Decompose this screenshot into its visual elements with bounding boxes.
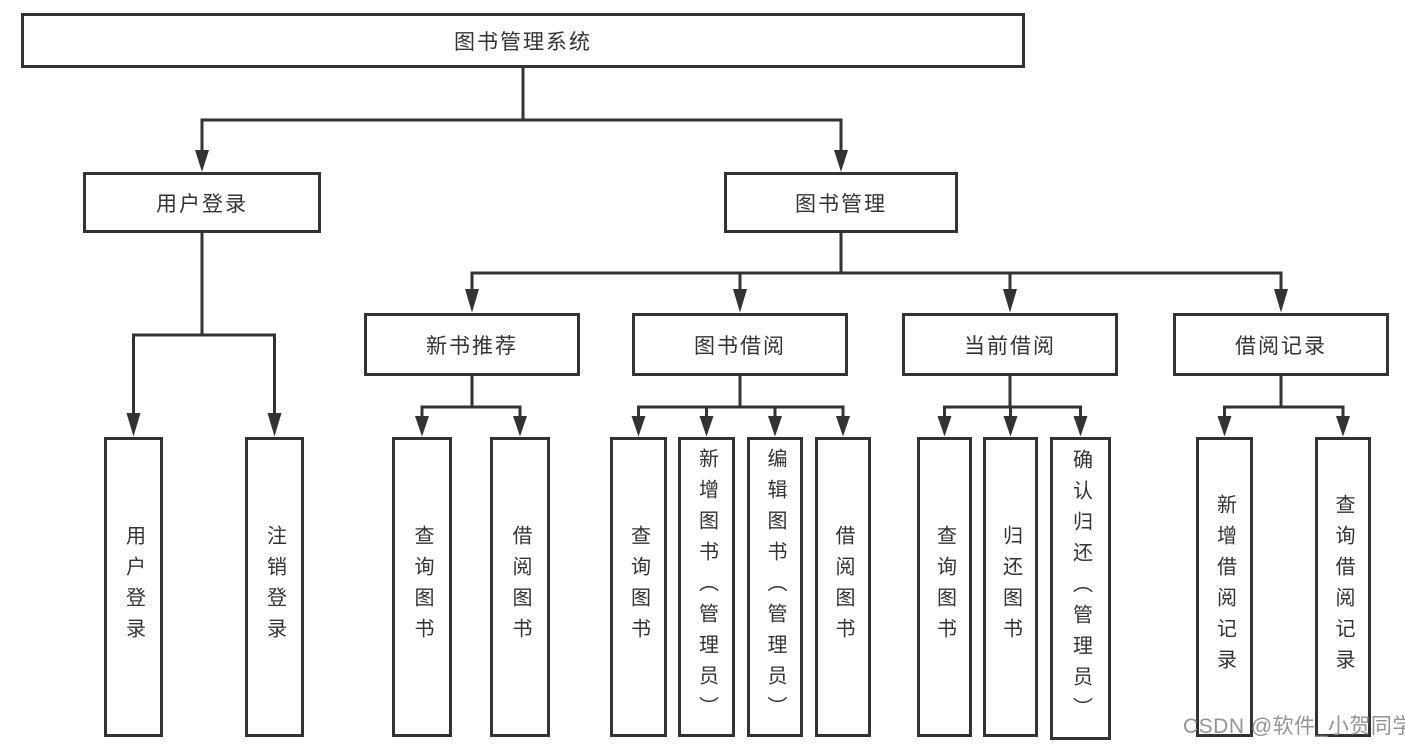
leaf-label: 新增图书（管理员） xyxy=(695,447,718,727)
node-label: 用户登录 xyxy=(156,192,248,216)
leaf-label: 借阅图书 xyxy=(509,525,531,649)
leaf-query-books-recommend: 查询图书 xyxy=(392,437,452,737)
node-user-login: 用户登录 xyxy=(83,172,321,233)
node-library-management-system: 图书管理系统 xyxy=(21,13,1025,68)
leaf-add-books-admin: 新增图书（管理员） xyxy=(678,437,735,737)
leaf-borrow-books-recommend: 借阅图书 xyxy=(490,437,550,737)
leaf-label: 查询图书 xyxy=(627,525,650,649)
leaf-logout: 注销登录 xyxy=(245,437,304,737)
leaf-label: 用户登录 xyxy=(122,525,145,649)
node-label: 借阅记录 xyxy=(1235,334,1327,358)
csdn-watermark: CSDN @软件_小贺同学 xyxy=(1183,715,1405,738)
node-book-borrowing: 图书借阅 xyxy=(632,313,848,376)
leaf-label: 查询图书 xyxy=(933,525,956,649)
node-borrowing-records: 借阅记录 xyxy=(1173,313,1389,376)
leaf-label: 新增借阅记录 xyxy=(1213,494,1236,680)
leaf-add-borrow-record: 新增借阅记录 xyxy=(1196,437,1253,737)
node-label: 新书推荐 xyxy=(426,334,518,358)
leaf-user-login: 用户登录 xyxy=(104,437,163,737)
leaf-query-borrow-record: 查询借阅记录 xyxy=(1315,437,1371,737)
node-label: 图书借阅 xyxy=(694,334,786,358)
node-label: 当前借阅 xyxy=(964,334,1056,358)
leaf-borrow-books: 借阅图书 xyxy=(815,437,871,737)
leaf-confirm-return-admin: 确认归还（管理员） xyxy=(1050,437,1111,740)
node-book-management: 图书管理 xyxy=(724,172,958,233)
leaf-query-books-current: 查询图书 xyxy=(917,437,972,737)
node-new-book-recommendation: 新书推荐 xyxy=(364,313,580,376)
leaf-label: 查询图书 xyxy=(411,525,433,649)
leaf-label: 归还图书 xyxy=(999,525,1022,649)
leaf-edit-books-admin: 编辑图书（管理员） xyxy=(747,437,803,737)
leaf-return-books: 归还图书 xyxy=(983,437,1038,737)
leaf-label: 编辑图书（管理员） xyxy=(764,447,786,727)
node-label: 图书管理 xyxy=(795,192,887,216)
leaf-label: 查询借阅记录 xyxy=(1332,494,1354,680)
leaf-label: 确认归还（管理员） xyxy=(1069,449,1092,728)
node-current-borrowing: 当前借阅 xyxy=(902,313,1118,376)
leaf-label: 注销登录 xyxy=(263,525,286,649)
node-label: 图书管理系统 xyxy=(454,30,592,54)
leaf-query-books-borrow: 查询图书 xyxy=(610,437,667,737)
leaf-label: 借阅图书 xyxy=(832,525,854,649)
